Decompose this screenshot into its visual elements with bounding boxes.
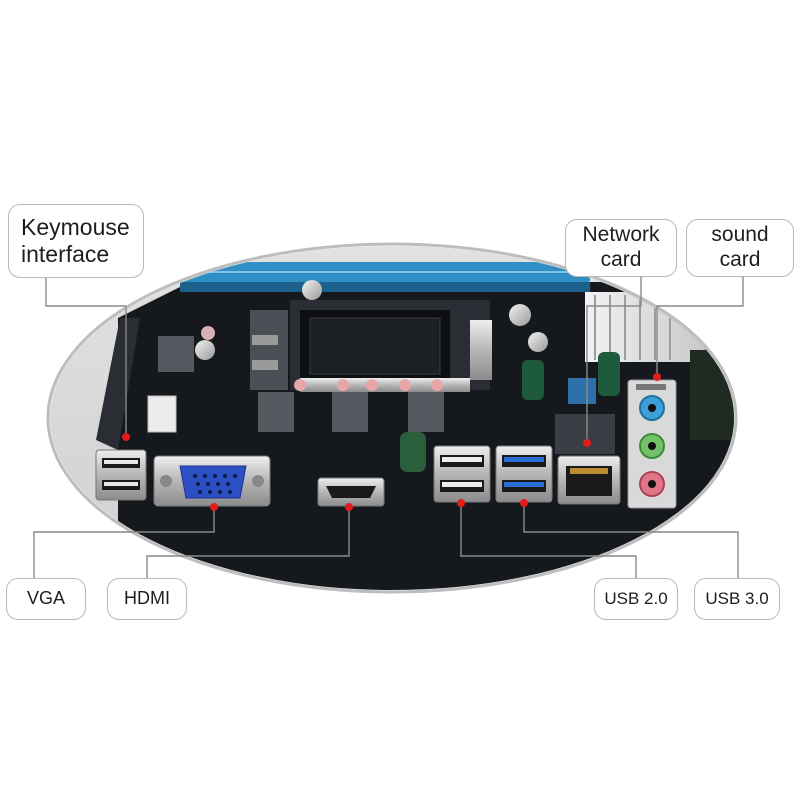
marker-usb2 — [457, 499, 465, 507]
vga-port — [153, 455, 271, 507]
callout-sound-card: sound card — [686, 219, 794, 277]
marker-hdmi — [345, 503, 353, 511]
usb-keymouse-port — [95, 449, 147, 501]
callout-sound-line1: sound — [711, 223, 769, 247]
usb-3-port — [495, 445, 553, 503]
marker-sound — [653, 373, 661, 381]
callout-hdmi: HDMI — [107, 578, 187, 620]
callout-network-line1: Network — [582, 223, 660, 247]
usb-2-port — [433, 445, 491, 503]
power-connector — [147, 395, 177, 433]
cpu-socket — [250, 300, 492, 392]
marker-usb3 — [520, 499, 528, 507]
leader-lines — [33, 277, 744, 578]
lan-chip — [555, 414, 615, 454]
callout-vga: VGA — [6, 578, 86, 620]
marker-network — [583, 439, 591, 447]
callout-keymouse-line1: Keymouse — [21, 214, 130, 241]
callout-usb-3: USB 3.0 — [694, 578, 780, 620]
rj45-port — [557, 455, 621, 505]
callout-keymouse-interface: Keymouse interface — [8, 204, 144, 278]
callout-sound-line2: card — [719, 248, 761, 271]
hdmi-port — [317, 477, 385, 507]
marker-keymouse — [122, 433, 130, 441]
capacitors — [195, 280, 620, 472]
vrm-chokes — [158, 336, 444, 432]
red-markers — [122, 373, 661, 511]
marker-vga — [210, 503, 218, 511]
callout-network-line2: card — [600, 248, 642, 271]
callout-network-card: Network card — [565, 219, 677, 277]
ram-slot-2 — [180, 282, 590, 292]
callout-keymouse-line2: interface — [21, 241, 110, 267]
callout-usb-2: USB 2.0 — [594, 578, 678, 620]
audio-jacks — [627, 379, 677, 509]
